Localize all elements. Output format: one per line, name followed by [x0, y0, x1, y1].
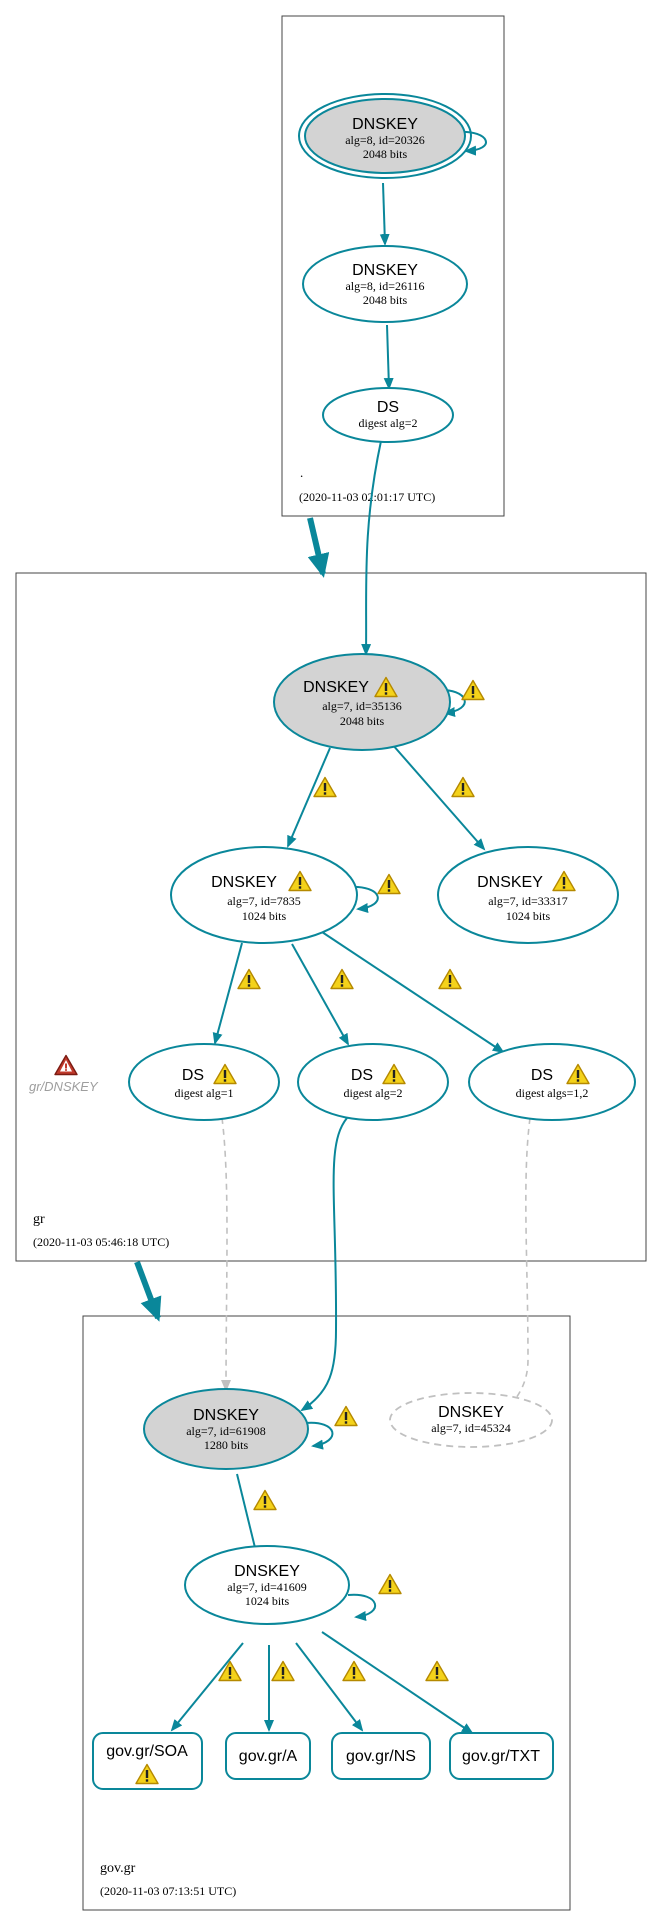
- node-title: DNSKEY: [352, 262, 418, 279]
- warning-icon: [342, 1660, 366, 1682]
- zone-name-govgr: gov.gr: [100, 1861, 136, 1876]
- node-detail: alg=7, id=33317: [488, 894, 568, 908]
- node-gov-ksk[interactable]: DNSKEY alg=7, id=61908 1280 bits: [143, 1388, 309, 1470]
- rrset-a[interactable]: gov.gr/A: [225, 1732, 311, 1780]
- node-detail: 1024 bits: [506, 909, 551, 923]
- gr-dnskey-error-label: gr/DNSKEY: [29, 1079, 99, 1094]
- node-detail: 2048 bits: [363, 147, 408, 161]
- warning-icon: [330, 968, 354, 990]
- node-title: DNSKEY: [234, 1563, 300, 1580]
- node-root-zsk[interactable]: DNSKEY alg=8, id=26116 2048 bits: [302, 245, 468, 323]
- rrset-soa[interactable]: gov.gr/SOA: [92, 1732, 203, 1790]
- node-gr-key3[interactable]: DNSKEY alg=7, id=33317 1024 bits: [437, 846, 619, 944]
- node-root-ds[interactable]: DS digest alg=2: [322, 387, 454, 443]
- edge-gov-ksk-self: [304, 1421, 334, 1450]
- delegation-arrow-root-gr: [307, 517, 330, 578]
- rrset-label: gov.gr/SOA: [106, 1743, 188, 1760]
- edge-gr-ksk-zsk: [287, 747, 331, 848]
- zone-box-root: [281, 15, 505, 517]
- edge-root-ksk-self: [457, 130, 487, 156]
- warning-icon: [218, 1660, 242, 1682]
- node-title: DS: [182, 1067, 204, 1084]
- warning-icon: [377, 873, 401, 895]
- zone-timestamp-gr: (2020-11-03 05:46:18 UTC): [33, 1235, 169, 1249]
- warning-icon: [237, 968, 261, 990]
- edge-gr-zsk-ds2: [291, 943, 349, 1046]
- node-detail: digest algs=1,2: [516, 1086, 589, 1100]
- node-detail: digest alg=1: [174, 1086, 233, 1100]
- node-gr-ksk[interactable]: DNSKEY alg=7, id=35136 2048 bits: [273, 653, 451, 751]
- warning-icon: [425, 1660, 449, 1682]
- edge-gr-zsk-ds3: [321, 931, 505, 1054]
- edge-gr-ds3-gov-missing-dashed: [506, 1117, 531, 1410]
- warning-icon: [438, 968, 462, 990]
- edge-root-ds-gr-ksk: [361, 440, 382, 656]
- node-detail: alg=7, id=35136: [322, 699, 402, 713]
- zone-box-govgr: [82, 1315, 571, 1911]
- warning-icon: [334, 1405, 358, 1427]
- edge-gov-zsk-ns: [295, 1642, 364, 1732]
- node-gr-ds1[interactable]: DS digest alg=1: [128, 1043, 280, 1121]
- node-title: DNSKEY: [193, 1407, 259, 1424]
- node-detail: alg=7, id=61908: [186, 1424, 266, 1438]
- warning-icon: [378, 1573, 402, 1595]
- rrset-ns[interactable]: gov.gr/NS: [331, 1732, 431, 1780]
- node-title: DNSKEY: [303, 679, 369, 696]
- node-title: DS: [351, 1067, 373, 1084]
- edge-gov-zsk-self: [347, 1593, 376, 1621]
- zone-name-gr: gr: [33, 1212, 45, 1227]
- warning-icon: [313, 776, 337, 798]
- node-root-ksk[interactable]: DNSKEY alg=8, id=20326 2048 bits: [298, 93, 472, 179]
- node-detail: 2048 bits: [363, 293, 408, 307]
- edge-gr-zsk-ds1: [212, 942, 243, 1045]
- node-gov-missing-key[interactable]: DNSKEY alg=7, id=45324: [389, 1392, 553, 1448]
- error-icon: [54, 1054, 78, 1076]
- node-title: DS: [377, 399, 399, 416]
- edge-gr-ds2-gov-ksk: [300, 1117, 348, 1412]
- warning-icon: [461, 679, 485, 701]
- node-detail: 1024 bits: [242, 909, 287, 923]
- node-title: DS: [531, 1067, 553, 1084]
- delegation-arrow-gr-govgr: [134, 1260, 162, 1322]
- rrset-label: gov.gr/NS: [346, 1748, 416, 1765]
- node-title: DNSKEY: [438, 1404, 504, 1421]
- node-detail: alg=7, id=41609: [227, 1580, 307, 1594]
- zone-name-root: .: [300, 465, 303, 480]
- warning-icon: [253, 1489, 277, 1511]
- node-detail: digest alg=2: [343, 1086, 402, 1100]
- node-detail: digest alg=2: [358, 416, 417, 430]
- rrset-label: gov.gr/TXT: [462, 1748, 540, 1765]
- node-detail: 1024 bits: [245, 1594, 290, 1608]
- edge-gov-zsk-txt: [321, 1631, 474, 1735]
- node-gov-zsk[interactable]: DNSKEY alg=7, id=41609 1024 bits: [184, 1545, 350, 1625]
- zone-timestamp-root: (2020-11-03 02:01:17 UTC): [299, 490, 435, 504]
- node-gr-ds2[interactable]: DS digest alg=2: [297, 1043, 449, 1121]
- zone-box-gr: [15, 572, 647, 1262]
- node-gr-zsk[interactable]: DNSKEY alg=7, id=7835 1024 bits: [170, 846, 358, 944]
- node-detail: alg=7, id=45324: [431, 1421, 511, 1435]
- edge-root-zsk-ds: [383, 324, 394, 390]
- warning-icon: [271, 1660, 295, 1682]
- node-title: DNSKEY: [352, 116, 418, 133]
- node-title: DNSKEY: [477, 874, 543, 891]
- node-detail: 2048 bits: [340, 714, 385, 728]
- edge-gr-zsk-self: [348, 885, 379, 913]
- node-detail: alg=7, id=7835: [227, 894, 301, 908]
- edge-gov-zsk-soa: [170, 1642, 244, 1732]
- zone-timestamp-govgr: (2020-11-03 07:13:51 UTC): [100, 1884, 236, 1898]
- edge-root-ksk-zsk: [379, 182, 390, 246]
- warning-icon: [451, 776, 475, 798]
- edge-gr-ds1-gov-ksk-dashed: [221, 1117, 232, 1392]
- rrset-txt[interactable]: gov.gr/TXT: [449, 1732, 554, 1780]
- node-detail: 1280 bits: [204, 1438, 249, 1452]
- node-gr-ds3[interactable]: DS digest algs=1,2: [468, 1043, 636, 1121]
- edge-gr-ksk-key3: [391, 743, 486, 851]
- node-detail: alg=8, id=26116: [345, 279, 424, 293]
- node-title: DNSKEY: [211, 874, 277, 891]
- node-detail: alg=8, id=20326: [345, 133, 425, 147]
- rrset-label: gov.gr/A: [239, 1748, 298, 1765]
